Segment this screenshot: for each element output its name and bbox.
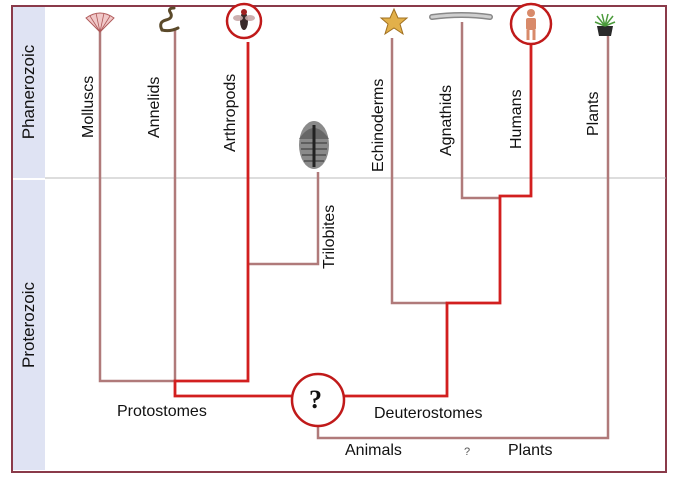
trilobite-icon <box>299 121 329 169</box>
lamprey-icon <box>432 15 490 17</box>
trilobites-lineage <box>248 172 318 264</box>
taxon-label-agnathids: Agnathids <box>438 85 456 156</box>
worm-icon <box>161 8 178 31</box>
taxon-label-trilobites: Trilobites <box>321 205 339 269</box>
taxon-label-arthropods: Arthropods <box>222 74 240 152</box>
group-label-plants: Plants <box>508 442 552 460</box>
taxon-label-molluscs: Molluscs <box>80 76 98 138</box>
root-question-mark: ? <box>309 385 322 415</box>
taxon-label-echinoderms: Echinoderms <box>370 79 388 172</box>
human-icon <box>511 4 551 44</box>
taxon-label-humans: Humans <box>508 89 526 149</box>
taxon-label-plants: Plants <box>585 92 603 136</box>
fly-icon <box>227 4 261 38</box>
divergence-question-mark: ? <box>464 446 470 458</box>
group-label-protostomes: Protostomes <box>117 403 207 421</box>
shell-icon <box>86 13 114 32</box>
group-label-animals: Animals <box>345 442 402 460</box>
taxon-label-annelids: Annelids <box>146 77 164 138</box>
agnathids-lineage <box>462 22 500 198</box>
group-label-deuterostomes: Deuterostomes <box>374 405 483 423</box>
echinoderms-lineage <box>392 38 447 303</box>
plant-icon <box>595 14 615 36</box>
starfish-icon <box>381 9 407 34</box>
